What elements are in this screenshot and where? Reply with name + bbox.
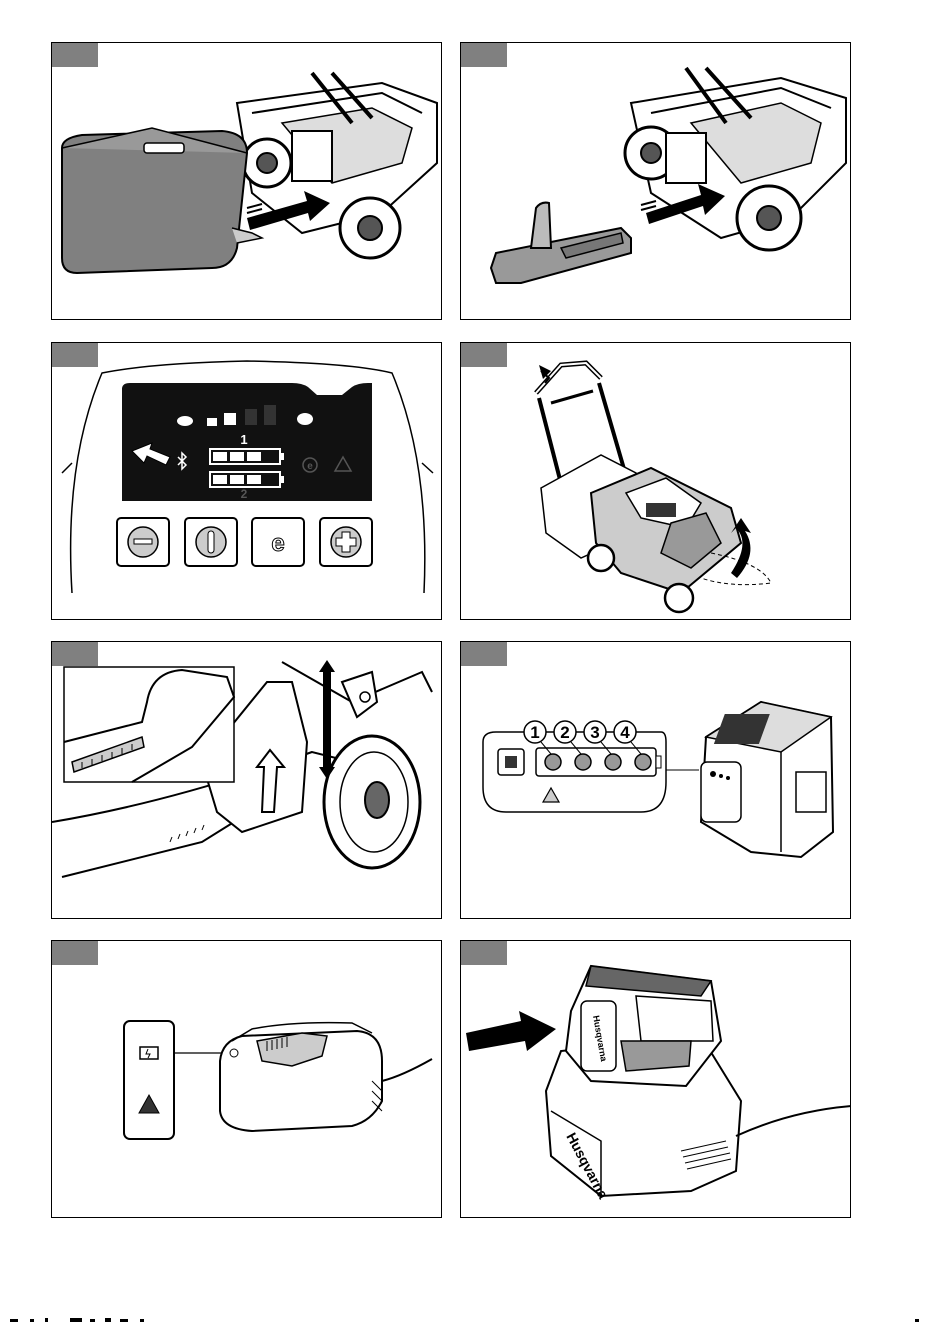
mulch-plug-illustration — [461, 43, 851, 320]
led-number-3: 3 — [590, 723, 599, 742]
battery-led-2 — [575, 754, 591, 770]
svg-text:e: e — [307, 461, 313, 472]
figure-panel-handle — [460, 342, 851, 620]
charger-indicator-illustration — [52, 941, 442, 1218]
figure-panel-charger-indicator — [51, 940, 442, 1218]
control-panel-illustration: 1 2 e e — [52, 343, 442, 620]
led-number-1: 1 — [530, 723, 539, 742]
grass-bag-illustration — [52, 43, 442, 320]
power-button[interactable] — [185, 518, 237, 566]
figure-panel-control-panel: 1 2 e e — [51, 342, 442, 620]
minus-button[interactable] — [117, 518, 169, 566]
insert-arrow-icon — [466, 1011, 556, 1051]
battery-led-4 — [635, 754, 651, 770]
turtle-icon — [177, 416, 193, 426]
page-footer-cropped — [0, 1316, 933, 1324]
figure-panel-grass-bag — [51, 42, 442, 320]
svg-text:e: e — [271, 530, 284, 557]
figure-panel-cutting-height — [51, 641, 442, 919]
cutting-height-illustration — [52, 642, 442, 919]
battery-charging-illustration: Husqvarna Husqvarna — [461, 941, 851, 1218]
charger-indicator-panel — [124, 1021, 174, 1139]
battery-indicator-illustration: 1 2 3 4 — [461, 642, 851, 919]
figure-panel-battery-charging: Husqvarna Husqvarna — [460, 940, 851, 1218]
plus-button[interactable] — [320, 518, 372, 566]
figure-panel-mulch-plug — [460, 42, 851, 320]
led-number-2: 2 — [560, 723, 569, 742]
rabbit-icon — [297, 413, 313, 425]
battery-led-3 — [605, 754, 621, 770]
battery-led-1 — [545, 754, 561, 770]
figure-panel-battery-indicator: 1 2 3 4 — [460, 641, 851, 919]
led-number-4: 4 — [620, 723, 630, 742]
mower-handle-illustration — [461, 343, 851, 620]
charging-led-icon — [140, 1047, 158, 1059]
battery-1-label: 1 — [240, 432, 247, 447]
eco-button[interactable]: e — [252, 518, 304, 566]
battery-2-label: 2 — [241, 487, 248, 501]
